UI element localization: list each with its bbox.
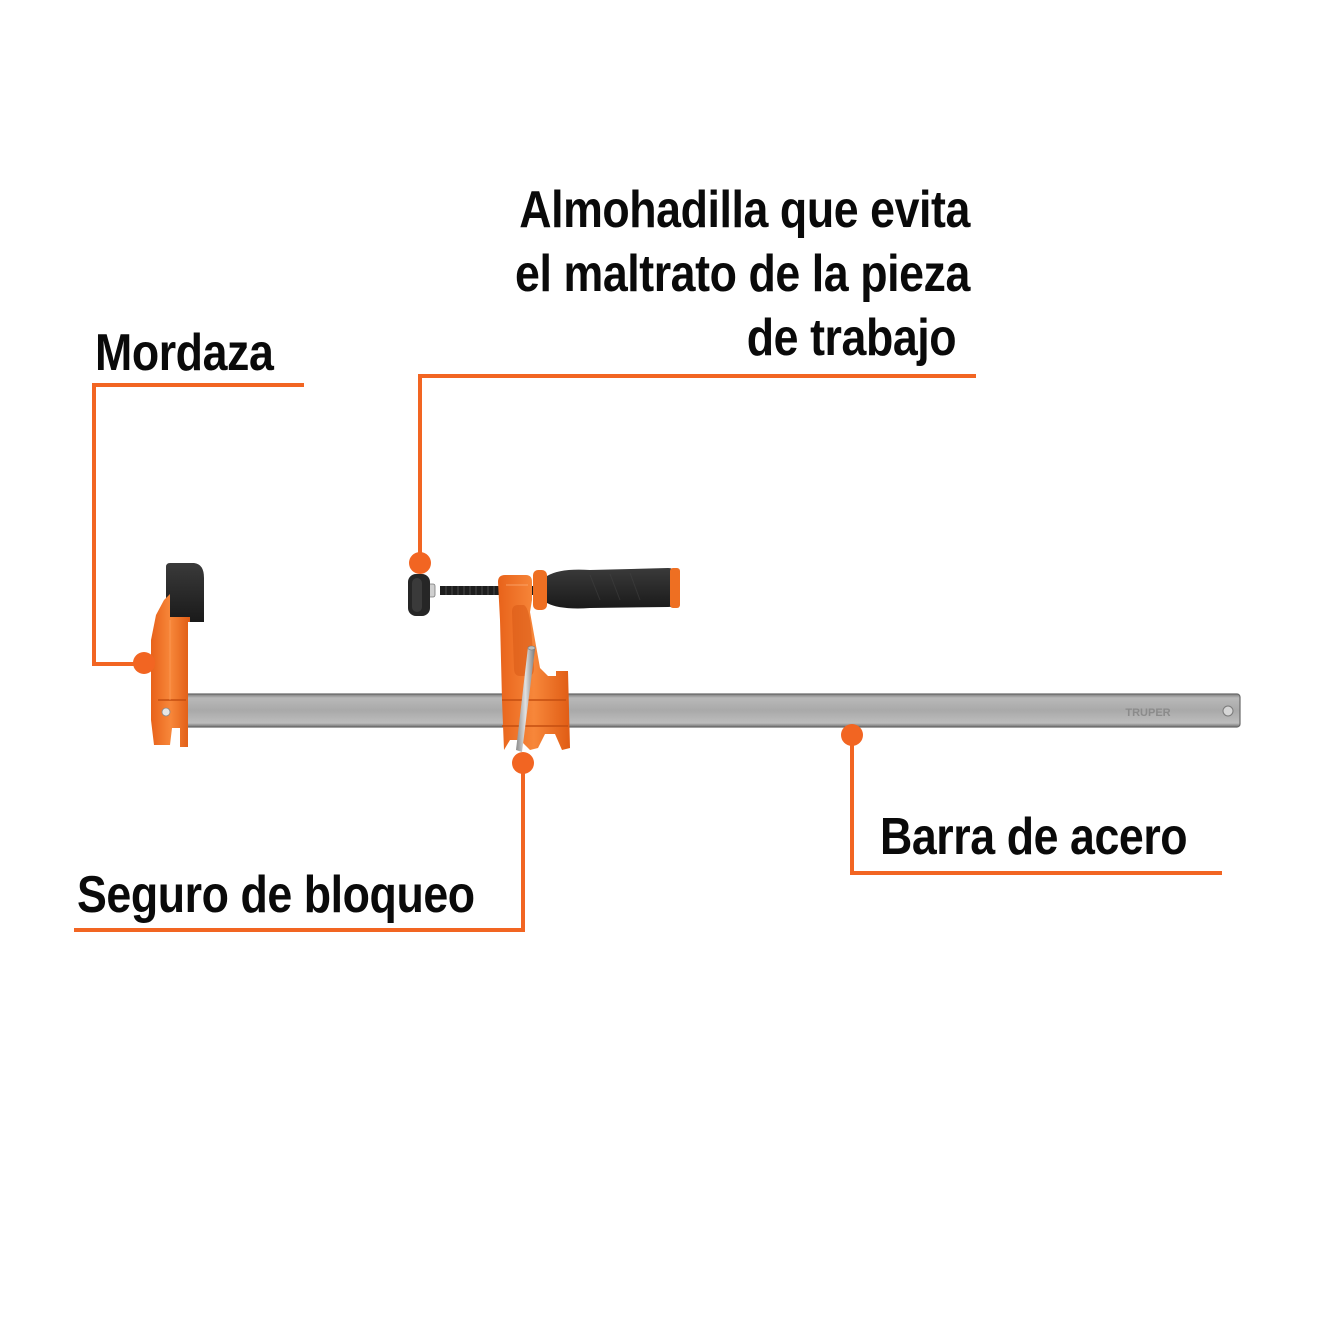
label-barra-de-acero: Barra de acero (880, 808, 1188, 866)
fixed-jaw (151, 563, 204, 747)
callout-line-seguro (74, 763, 525, 932)
callout-line-barra (850, 735, 1222, 875)
label-seguro-de-bloqueo: Seguro de bloqueo (77, 866, 475, 924)
locking-pin (516, 645, 536, 752)
screw-pad (408, 574, 535, 616)
callout-line-mordaza (92, 383, 304, 666)
label-almohadilla-line-3: de trabajo (746, 309, 957, 367)
handle (533, 568, 680, 610)
label-mordaza: Mordaza (95, 324, 274, 382)
label-almohadilla-line-2: el maltrato de la pieza (515, 245, 970, 303)
label-almohadilla: Almohadilla que evita el maltrato de la … (515, 178, 970, 370)
callout-dot-mordaza (133, 652, 155, 674)
callout-dot-almohadilla (409, 552, 431, 574)
callout-dot-seguro (512, 752, 534, 774)
brand-mark: TRUPER (1125, 707, 1170, 719)
label-almohadilla-line-1: Almohadilla que evita (519, 181, 970, 239)
callout-dot-barra (841, 724, 863, 746)
steel-bar: TRUPER (179, 693, 1241, 728)
callout-line-almohadilla (418, 374, 976, 562)
